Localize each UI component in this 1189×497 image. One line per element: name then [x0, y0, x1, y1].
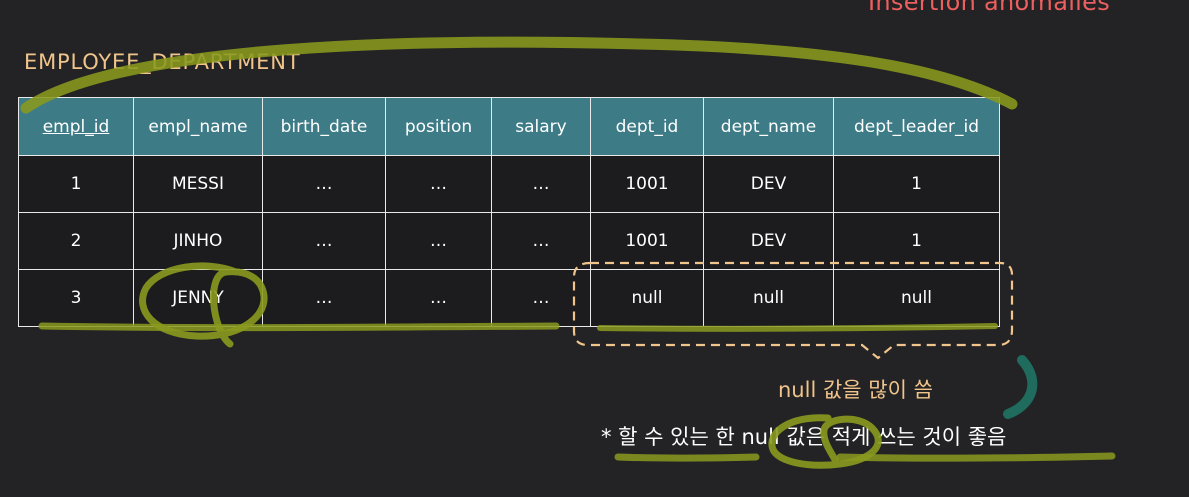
- cell-empl-id: 1: [18, 155, 134, 213]
- slide-title: Insertion anomalies: [868, 0, 1111, 16]
- cell-salary: …: [491, 269, 591, 327]
- cell-dept-name: DEV: [703, 155, 834, 213]
- cell-dept-name: null: [703, 269, 834, 327]
- teal-bracket-mark: [1003, 355, 1038, 419]
- header-salary: salary: [491, 97, 591, 156]
- null-note: null 값을 많이 씀: [778, 378, 933, 402]
- header-birth-date: birth_date: [262, 97, 386, 156]
- cell-birth-date: …: [262, 212, 386, 270]
- cell-birth-date: …: [262, 155, 386, 213]
- cell-empl-id: 2: [18, 212, 134, 270]
- cell-position: …: [385, 212, 492, 270]
- header-dept-leader-id: dept_leader_id: [833, 97, 1000, 156]
- employee-department-table: empl_id empl_name birth_date position sa…: [18, 97, 1000, 327]
- cell-dept-id: 1001: [590, 212, 704, 270]
- cell-salary: …: [491, 212, 591, 270]
- header-position: position: [385, 97, 492, 156]
- header-empl-id: empl_id: [18, 97, 134, 156]
- cell-birth-date: …: [262, 269, 386, 327]
- cell-position: …: [385, 269, 492, 327]
- table-row: 2 JINHO … … … 1001 DEV 1: [18, 212, 1000, 270]
- cell-salary: …: [491, 155, 591, 213]
- cell-dept-leader-id: null: [833, 269, 1000, 327]
- cell-dept-leader-id: 1: [833, 212, 1000, 270]
- cell-empl-name: JENNY: [133, 269, 263, 327]
- tip-note: * 할 수 있는 한 null 값은 적게 쓰는 것이 좋음: [601, 425, 1007, 449]
- table-row: 3 JENNY … … … null null null: [18, 269, 1000, 327]
- table-name-label: EMPLOYEE_DEPARTMENT: [24, 50, 301, 74]
- header-dept-id: dept_id: [590, 97, 704, 156]
- header-dept-name: dept_name: [703, 97, 834, 156]
- cell-position: …: [385, 155, 492, 213]
- cell-dept-name: DEV: [703, 212, 834, 270]
- tip-underline-left: [614, 453, 760, 462]
- cell-dept-id: 1001: [590, 155, 704, 213]
- table-row: 1 MESSI … … … 1001 DEV 1: [18, 155, 1000, 213]
- cell-empl-name: JINHO: [133, 212, 263, 270]
- table-header-row: empl_id empl_name birth_date position sa…: [18, 97, 1000, 156]
- cell-empl-id: 3: [18, 269, 134, 327]
- cell-empl-name: MESSI: [133, 155, 263, 213]
- tip-underline-right: [836, 452, 1116, 462]
- cell-dept-id: null: [590, 269, 704, 327]
- cell-dept-leader-id: 1: [833, 155, 1000, 213]
- header-empl-name: empl_name: [133, 97, 263, 156]
